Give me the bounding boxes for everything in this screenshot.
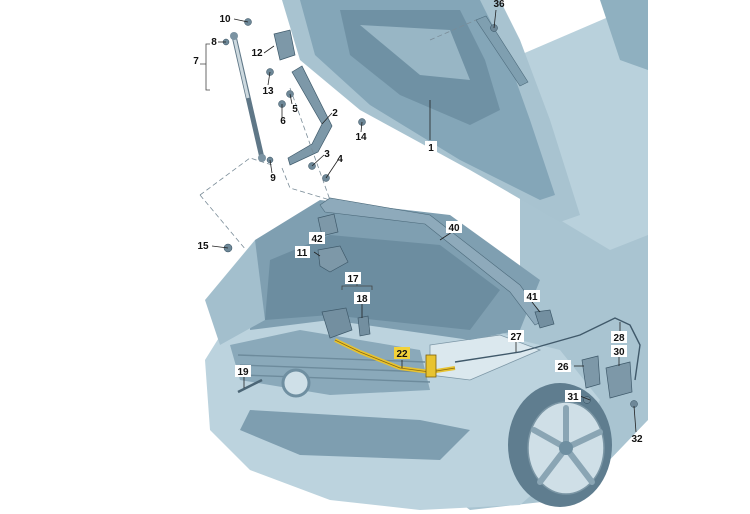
- callout-4: 4: [337, 154, 343, 165]
- guide-strut: [199, 157, 273, 251]
- callout-13: 13: [262, 86, 274, 97]
- callout-19: 19: [237, 367, 249, 378]
- callout-12: 12: [251, 48, 263, 59]
- cable-connector: [425, 354, 437, 378]
- hood-seal-strip: [475, 15, 529, 87]
- callout-box-11: [295, 246, 310, 258]
- callout-27: 27: [510, 332, 522, 343]
- bowden-cable: [454, 317, 641, 381]
- callout-42: 42: [311, 234, 323, 245]
- buffer-41: [534, 309, 555, 329]
- grille-bars: [237, 354, 431, 383]
- callout-40: 40: [448, 223, 460, 234]
- guide-hood-1: [289, 87, 331, 201]
- callout-box-27: [508, 330, 524, 342]
- hood-hinge: [287, 65, 333, 166]
- gas-strut: [230, 32, 266, 162]
- guide-hinge: [281, 167, 331, 201]
- callout-box-31: [565, 390, 581, 402]
- hood-catch-11: [317, 245, 349, 273]
- front-grille: [230, 330, 430, 395]
- open-hood: [282, 0, 580, 222]
- lock-bracket-42: [317, 213, 339, 237]
- callout-30: 30: [613, 347, 625, 358]
- callout-5: 5: [292, 104, 298, 115]
- callout-15: 15: [197, 241, 209, 252]
- bracket-7: [200, 43, 210, 91]
- callout-box-18: [354, 292, 370, 304]
- hinge-bracket: [273, 29, 296, 61]
- callout-41: 41: [526, 292, 538, 303]
- callout-7: 7: [193, 56, 199, 67]
- callout-box-42: [309, 232, 325, 244]
- callout-14: 14: [355, 132, 367, 143]
- hood-rib: [360, 25, 470, 80]
- hood-lock-17: [321, 307, 353, 339]
- callout-9: 9: [270, 173, 276, 184]
- wheel-hub: [559, 441, 573, 455]
- lower-air-intake: [240, 410, 470, 460]
- guide-36: [429, 19, 477, 41]
- hood-release-cable-outline: [334, 339, 456, 373]
- fasteners: [222, 18, 638, 408]
- release-lever-30: [605, 361, 633, 399]
- callout-32: 32: [631, 434, 643, 445]
- callout-28: 28: [613, 333, 625, 344]
- callout-box-28: [611, 331, 627, 343]
- callout-6: 6: [280, 116, 286, 127]
- callout-10: 10: [219, 14, 231, 25]
- lever-mount-26: [581, 355, 601, 389]
- callout-31: 31: [567, 392, 579, 403]
- callout-26: 26: [557, 362, 569, 373]
- bay-left-wall: [205, 240, 265, 345]
- callout-22: 22: [396, 349, 408, 360]
- callout-3: 3: [324, 149, 330, 160]
- callout-11: 11: [297, 248, 308, 259]
- callout-36: 36: [493, 0, 505, 10]
- callout-box-22: [394, 347, 410, 359]
- bolt-19: [237, 378, 263, 394]
- callout-box-17: [345, 272, 361, 284]
- brand-emblem: [281, 368, 311, 398]
- callout-18: 18: [356, 294, 368, 305]
- callout-17: 17: [347, 274, 359, 285]
- a-pillar: [600, 0, 648, 70]
- callout-box-19: [235, 365, 251, 377]
- callout-8: 8: [211, 37, 217, 48]
- callout-box-41: [524, 290, 540, 302]
- callout-labels: 1 2 3 4 5 6 7 8 9 10 11 12 13 14 15 17 1…: [193, 0, 643, 445]
- callout-1: 1: [428, 143, 434, 154]
- callout-box-40: [446, 221, 462, 233]
- callout-box-30: [611, 345, 627, 357]
- callout-box-1: [425, 141, 437, 153]
- lock-micro-switch-18: [357, 315, 371, 337]
- callout-box-26: [555, 360, 571, 372]
- callout-2: 2: [332, 108, 338, 119]
